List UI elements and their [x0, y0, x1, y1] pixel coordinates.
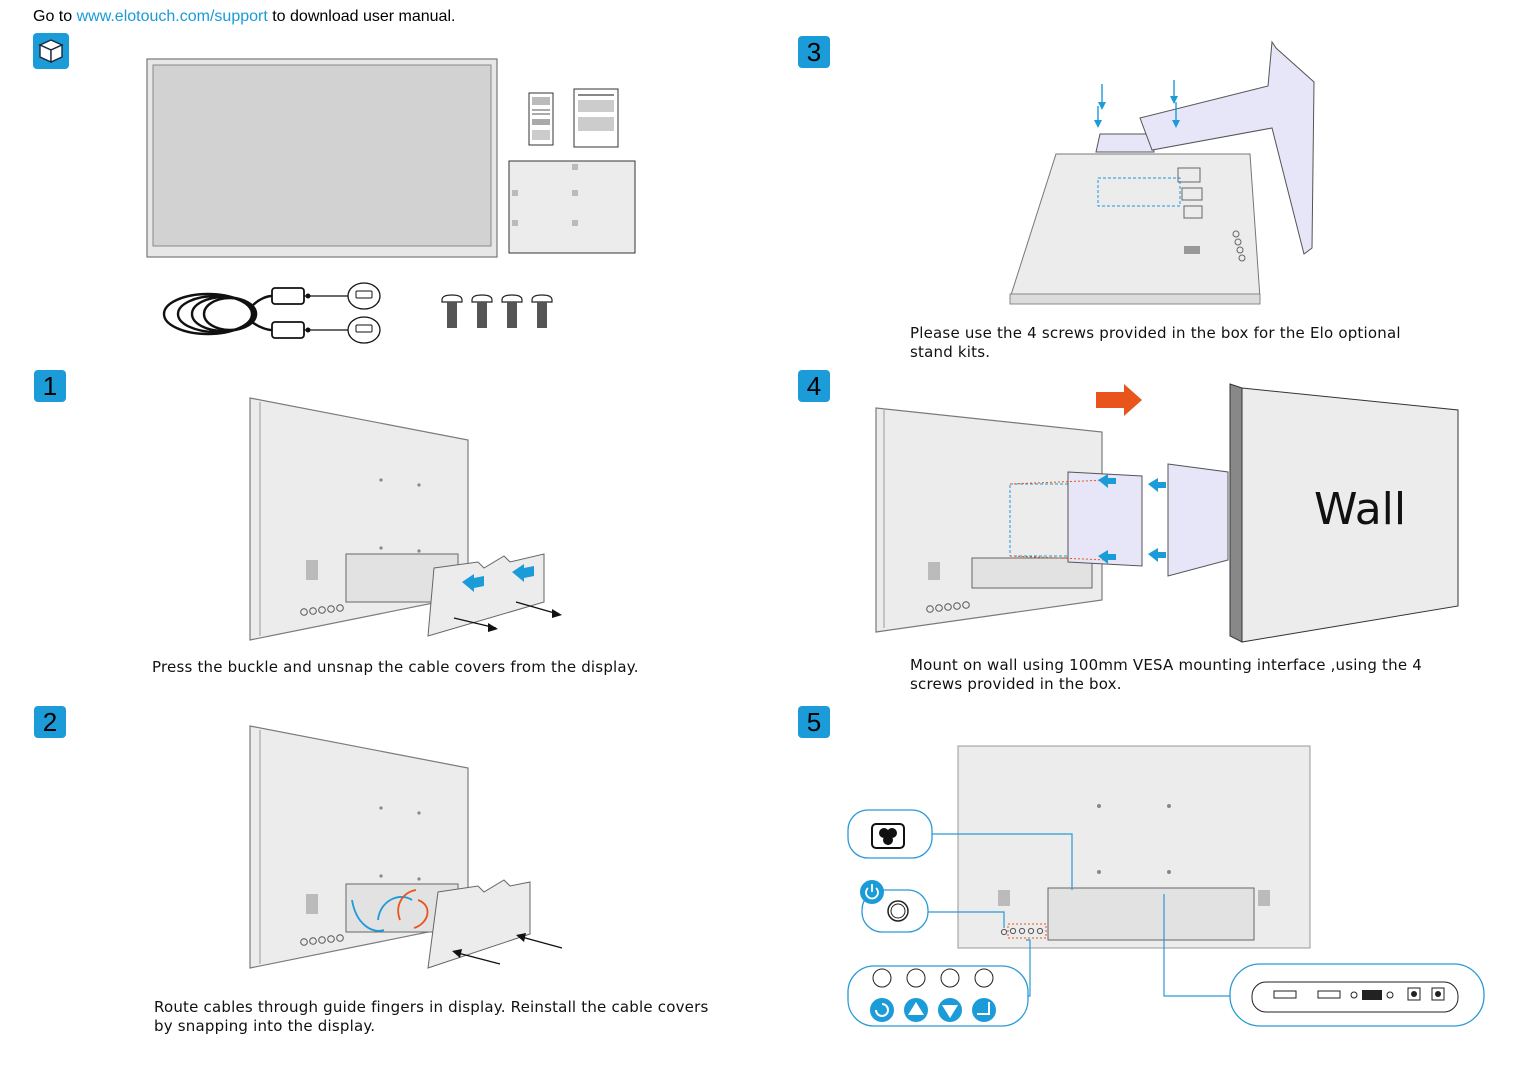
- support-link[interactable]: www.elotouch.com/support: [76, 8, 268, 25]
- step-number-5: 5: [798, 706, 830, 738]
- display-front: [146, 58, 498, 258]
- document-icon: [573, 88, 619, 148]
- step-number-3: 3: [798, 36, 830, 68]
- step2-illustration: [249, 725, 563, 969]
- step5-illustration: [847, 745, 1485, 1027]
- step3-caption: Please use the 4 screws provided in the …: [910, 324, 1401, 361]
- hdmi-cable: [162, 282, 381, 344]
- screws-icon: [441, 294, 553, 328]
- step-number-4: 4: [798, 370, 830, 402]
- mounting-plate: [508, 160, 636, 254]
- step3-illustration: [1009, 40, 1315, 305]
- step4-illustration: [875, 383, 1459, 643]
- download-instruction: Go to www.elotouch.com/support to downlo…: [33, 8, 456, 25]
- step-number-2: 2: [34, 706, 66, 738]
- step4-caption: Mount on wall using 100mm VESA mounting …: [910, 656, 1422, 693]
- step1-illustration: [249, 397, 562, 641]
- step2-caption: Route cables through guide fingers in di…: [154, 998, 709, 1035]
- box-icon: [33, 33, 69, 69]
- step-number-1: 1: [34, 370, 66, 402]
- step1-caption: Press the buckle and unsnap the cable co…: [152, 658, 639, 676]
- wall-label: Wall: [1314, 484, 1407, 535]
- quick-guide-icon: [528, 92, 554, 146]
